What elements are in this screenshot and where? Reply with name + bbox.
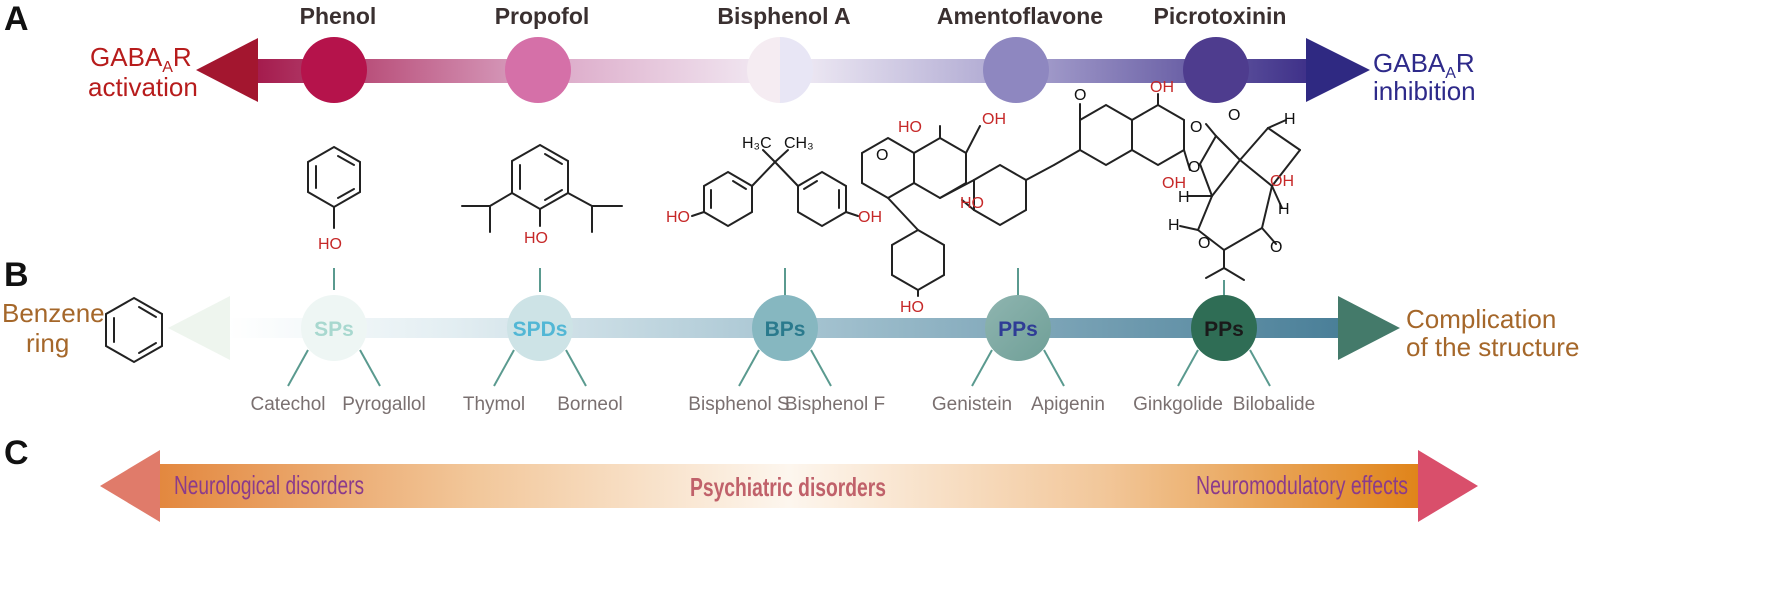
example-compound: Catechol [251,394,326,415]
class-circle [985,295,1051,361]
branch-line [493,349,515,387]
svg-text:OH: OH [1270,173,1294,190]
svg-text:OH: OH [858,209,882,226]
gaba-inhibition-label: GABAAR [1373,48,1475,82]
compound-name: Phenol [300,3,377,29]
example-compound: Bisphenol F [785,394,885,415]
benzene-label: Benzene [2,298,105,328]
psychiatric-disorders-label: Psychiatric disorders [690,472,886,502]
compound-circle [983,37,1049,103]
class-label: PPs [1204,318,1244,341]
svg-text:HO: HO [898,119,922,136]
ring-label: ring [26,328,69,358]
branch-line [1043,349,1065,387]
branch-line [359,349,381,387]
example-compound: Apigenin [1031,394,1105,415]
branch-line [1177,349,1199,387]
propofol-structure: HO [461,143,623,247]
svg-text:H₃C: H₃C [742,135,772,152]
example-compound: Pyrogallol [342,394,425,415]
example-compound: Genistein [932,394,1012,415]
neuromodulatory-arrowhead [1418,450,1478,522]
svg-text:OH: OH [1150,79,1174,96]
neurological-arrowhead [100,450,160,522]
compound-circle [1183,37,1249,103]
svg-text:CH₃: CH₃ [784,135,814,152]
example-compound: Bilobalide [1233,394,1315,415]
compound-name: Picrotoxinin [1154,3,1287,29]
svg-text:H: H [1168,217,1180,234]
svg-text:O: O [1074,87,1086,104]
compound-circles [301,37,1249,103]
inhibition-label: inhibition [1373,76,1476,106]
svg-text:O: O [1228,107,1240,124]
class-circle [752,295,818,361]
picrotoxinin-structure: O O H OH H H H O O O [1168,107,1301,281]
neurological-disorders-label: Neurological disorders [174,470,364,500]
compound-circle [747,37,813,103]
benzene-ring-structure [105,296,163,364]
branch-line [565,349,587,387]
svg-text:OH: OH [1162,175,1186,192]
panel-label-a: A [4,0,29,38]
branch-line [738,349,760,387]
activation-arrowhead [196,38,258,102]
svg-text:O: O [876,147,888,164]
compound-name: Amentoflavone [937,3,1103,29]
compound-circle [301,37,367,103]
complication-label: Complication [1406,304,1556,334]
bisphenol-a-structure: HO OH H₃C CH₃ [666,135,882,228]
svg-text:O: O [1198,235,1210,252]
benzene-arrowhead [168,296,230,360]
example-compound: Thymol [463,394,525,415]
svg-text:H: H [1178,189,1190,206]
compound-names: Phenol Propofol Bisphenol A Amentoflavone Pi… [300,3,1287,29]
svg-text:HO: HO [318,236,342,253]
class-circle [1191,295,1257,361]
class-circle [507,295,573,361]
class-label: BPs [765,318,806,341]
class-label: PPs [998,318,1038,341]
inhibition-arrowhead [1306,38,1370,102]
svg-text:H: H [1284,111,1296,128]
structure-label: of the structure [1406,332,1579,362]
panel-label-c: C [4,434,29,472]
branch-line [810,349,832,387]
panel-label-b: B [4,256,29,294]
branch-line [1249,349,1271,387]
gaba-activation-label: GABAAR [90,42,192,76]
complication-arrowhead [1338,296,1400,360]
svg-text:OH: OH [982,111,1006,128]
example-compound: Bisphenol S [688,394,789,415]
neuromodulatory-effects-label: Neuromodulatory effects [1196,470,1408,500]
activation-label: activation [88,72,198,102]
svg-text:HO: HO [666,209,690,226]
svg-text:HO: HO [960,195,984,212]
amentoflavone-structure: HO OH O O OH OH HO HO [861,79,1191,316]
svg-text:O: O [1270,239,1282,256]
svg-text:O: O [1188,159,1200,176]
class-label: SPDs [513,318,568,341]
branch-line [287,349,309,387]
svg-text:H: H [1278,201,1290,218]
class-circle [301,295,367,361]
disorders-bar [160,464,1418,508]
example-compound: Borneol [557,394,623,415]
svg-text:O: O [1190,119,1202,136]
compound-name: Propofol [495,3,590,29]
class-label: SPs [314,318,354,341]
compound-name: Bisphenol A [717,3,850,29]
example-compound: Ginkgolide [1133,394,1223,415]
compound-circle [505,37,571,103]
svg-text:HO: HO [524,230,548,247]
svg-text:HO: HO [900,299,924,316]
branch-line [971,349,993,387]
phenol-structure: HO [307,145,361,253]
